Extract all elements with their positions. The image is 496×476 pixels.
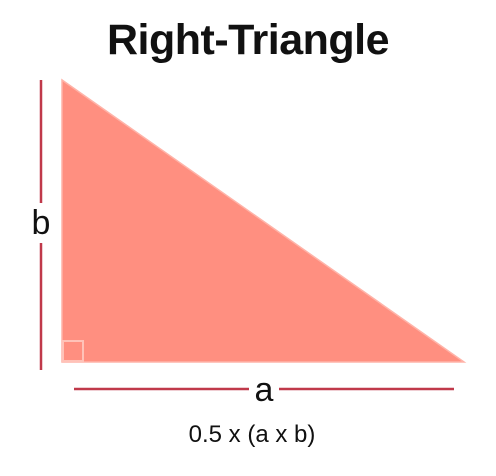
side-a-label: a (249, 370, 279, 410)
side-b-label: b (27, 203, 55, 243)
right-angle-marker (62, 340, 84, 362)
right-triangle-shape (61, 78, 467, 363)
area-formula: 0.5 x (a x b) (188, 421, 316, 448)
diagram-title: Right-Triangle (106, 16, 390, 64)
